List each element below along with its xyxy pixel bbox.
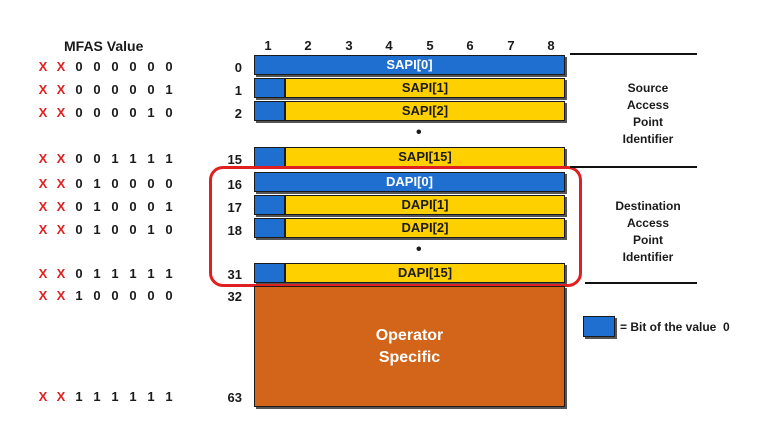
row-number: 1 bbox=[234, 83, 242, 98]
source-access-point-label: Source Access Point Identifier bbox=[622, 81, 674, 146]
bit-number: 2 bbox=[304, 38, 312, 53]
sapi-0-field: SAPI[0] bbox=[254, 55, 565, 75]
row-number: 15 bbox=[227, 152, 242, 167]
row-number: 17 bbox=[227, 200, 242, 215]
dapi-15-field: DAPI[15] bbox=[285, 263, 565, 283]
dapi-2-field: DAPI[2] bbox=[285, 218, 565, 238]
destination-access-point-label: Destination Access Point Identifier bbox=[615, 199, 681, 264]
divider-line bbox=[570, 53, 697, 55]
row-number: 18 bbox=[227, 223, 242, 238]
dapi-0-field: DAPI[0] bbox=[254, 172, 565, 192]
divider-line bbox=[585, 282, 697, 284]
bit-number: 6 bbox=[466, 38, 474, 53]
bit-number: 1 bbox=[264, 38, 272, 53]
row-number: 32 bbox=[227, 289, 242, 304]
row-number: 16 bbox=[227, 177, 242, 192]
bit-1-zero bbox=[254, 78, 285, 98]
row-number: 2 bbox=[234, 106, 242, 121]
sapi-15-field: SAPI[15] bbox=[285, 147, 565, 167]
bit-1-zero bbox=[254, 263, 285, 283]
bit-1-zero bbox=[254, 195, 285, 215]
bit-number: 3 bbox=[345, 38, 353, 53]
bit-number: 8 bbox=[547, 38, 555, 53]
bit-number: 7 bbox=[507, 38, 515, 53]
operator-specific-block: Operator Specific bbox=[254, 286, 565, 407]
sapi-2-field: SAPI[2] bbox=[285, 101, 565, 121]
destination-highlight-box bbox=[209, 166, 582, 287]
bit-number: 4 bbox=[385, 38, 393, 53]
legend-text: = Bit of the value 0 bbox=[620, 320, 730, 334]
sapi-1-field: SAPI[1] bbox=[285, 78, 565, 98]
bit-1-zero bbox=[254, 147, 285, 167]
row-number: 0 bbox=[234, 60, 242, 75]
ellipsis-dot: • bbox=[416, 241, 422, 258]
bit-number: 5 bbox=[426, 38, 434, 53]
bit-1-zero bbox=[254, 218, 285, 238]
mfas-header: MFAS Value bbox=[64, 38, 144, 54]
divider-line bbox=[570, 166, 697, 168]
legend-blue-square bbox=[583, 316, 615, 337]
ellipsis-dot: • bbox=[416, 124, 422, 141]
dapi-1-field: DAPI[1] bbox=[285, 195, 565, 215]
row-number: 63 bbox=[227, 390, 242, 405]
operator-specific-line: Operator bbox=[375, 327, 444, 344]
bit-1-zero bbox=[254, 101, 285, 121]
row-number: 31 bbox=[227, 267, 242, 282]
operator-specific-line: Specific bbox=[378, 349, 441, 366]
